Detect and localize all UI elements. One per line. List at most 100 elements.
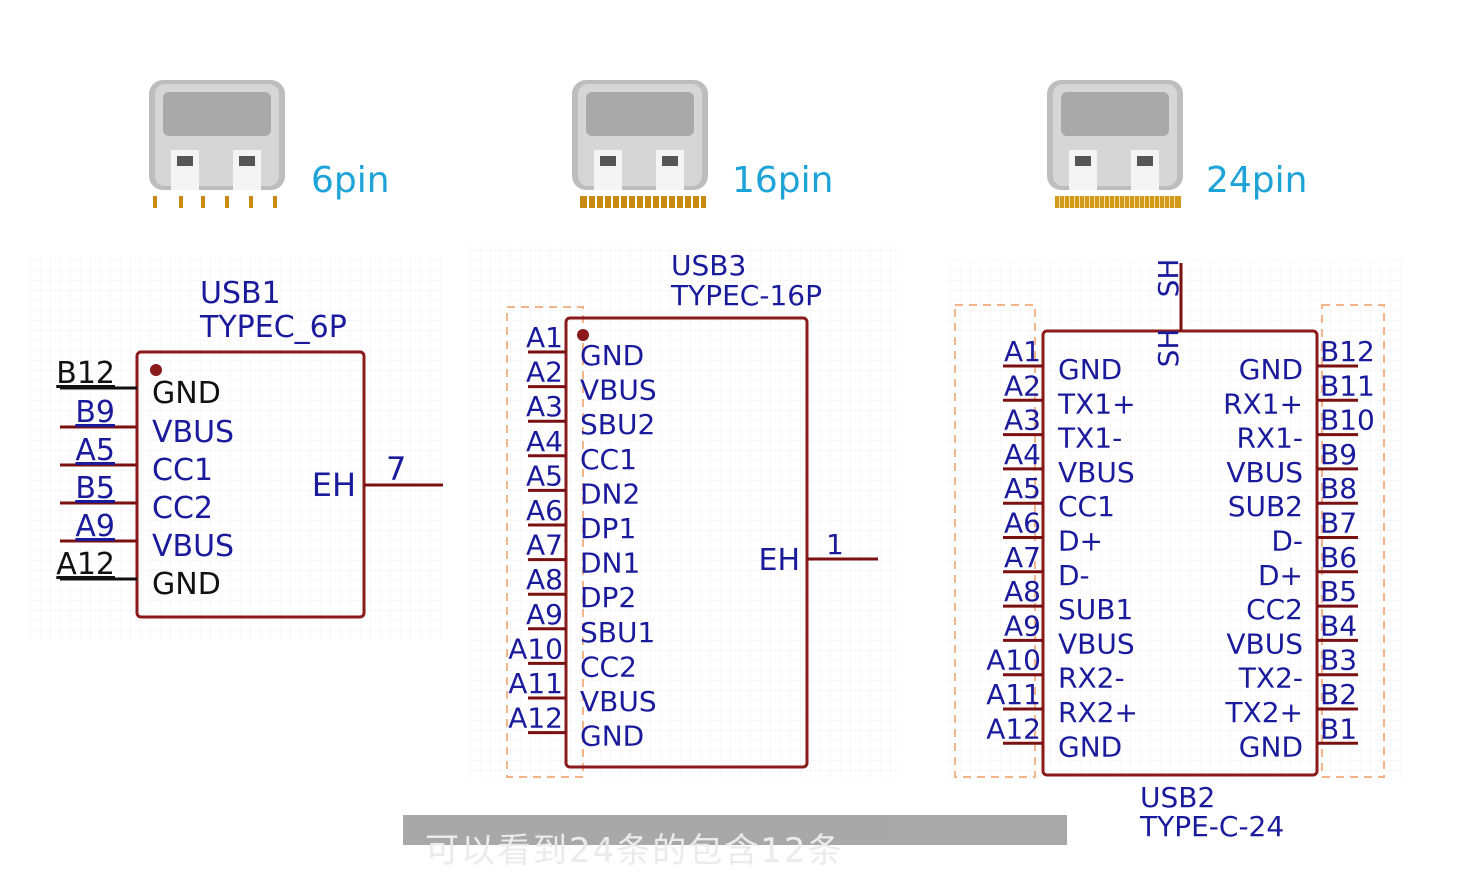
usb1-pin-name: CC2	[152, 491, 213, 526]
usb2-right-pin-name: TX2+	[1224, 696, 1303, 729]
usb1-pin-name: VBUS	[152, 415, 234, 450]
usb2-right-pin-name: RX1+	[1223, 387, 1303, 420]
usb1-pin-name: CC1	[152, 453, 213, 488]
usb2-right-pin-number: B9	[1320, 438, 1357, 471]
usb3-pin-number: A7	[526, 529, 563, 562]
usb2-right-pin-name: GND	[1239, 353, 1303, 386]
subtitle-text: 可以看到24条的包含12条	[425, 831, 844, 871]
usb2-right-pin-number: B3	[1320, 644, 1357, 677]
usb2-left-pin-name: GND	[1058, 353, 1122, 386]
usb1-eh-name: EH	[312, 466, 356, 504]
usb3-pin-name: SBU1	[580, 616, 655, 649]
usb1-pin-number: B12	[56, 356, 115, 391]
usb2-left-pin-number: A11	[986, 678, 1041, 711]
usb2-right-pin-number: B11	[1320, 369, 1375, 402]
usb3-pin-name: DN1	[580, 547, 640, 580]
usb3-pin-number: A8	[526, 563, 563, 596]
usb3-eh-name: EH	[758, 543, 800, 578]
usb2-left-pin-number: A5	[1004, 472, 1041, 505]
usb3-pin-name: DP2	[580, 581, 636, 614]
usb3-value: TYPEC-16P	[670, 279, 822, 312]
usb3-pin-number: A1	[526, 321, 563, 354]
usb1-pin-number: A12	[56, 547, 115, 582]
usb2-right-pin-number: B7	[1320, 507, 1357, 540]
usb1-pin-name: GND	[152, 567, 221, 602]
usb3-pin-name: CC1	[580, 443, 637, 476]
usb3-symbol: USB3 TYPEC-16P A1GNDA2VBUSA3SBU2A4CC1A5D…	[506, 249, 878, 778]
usb2-left-pin-name: TX1+	[1057, 387, 1136, 420]
usb1-pin-number: A9	[75, 509, 115, 544]
connector-6pin-image	[149, 80, 285, 208]
usb2-right-pin-name: D-	[1271, 525, 1303, 558]
schematic-canvas: USB1 TYPEC_6P B12GNDB9VBUSA5CC1B5CC2A9VB…	[30, 245, 1405, 843]
usb1-pin-name: GND	[152, 376, 221, 411]
usb2-left-pin-number: A8	[1004, 575, 1041, 608]
usb3-pin-name: GND	[580, 720, 644, 753]
usb2-right-pin-name: TX2-	[1238, 662, 1303, 695]
usb2-right-pin-name: VBUS	[1226, 627, 1303, 660]
usb3-pin-number: A11	[508, 667, 563, 700]
usb2-right-pin-number: B5	[1320, 575, 1357, 608]
usb3-pin-number: A4	[526, 425, 563, 458]
usb-c-16pin-photo	[568, 78, 713, 215]
usb3-eh-num: 1	[826, 528, 844, 561]
usb3-pin-number: A5	[526, 459, 563, 492]
usb2-left-pin-name: GND	[1058, 730, 1122, 763]
usb1-pin-number: B5	[75, 471, 115, 506]
usb2-right-dashed-frame	[1321, 304, 1385, 778]
usb2-symbol: SH SH A1GNDA2TX1+A3TX1-A4VBUSA5CC1A6D+A7…	[954, 259, 1385, 843]
usb3-pin-number: A2	[526, 356, 563, 389]
grid-bg-usb1	[30, 255, 445, 640]
usb3-pin1-marker	[577, 329, 589, 341]
usb1-ref: USB1	[200, 276, 281, 311]
usb2-left-pin-number: A12	[986, 712, 1041, 745]
video-subtitle: 可以看到24条的包含12条	[403, 815, 1067, 871]
usb2-right-pin-number: B8	[1320, 472, 1357, 505]
usb2-sh-name: SH	[1152, 329, 1185, 368]
usb2-left-pin-name: RX2-	[1058, 662, 1125, 695]
usb3-pin-name: VBUS	[580, 374, 657, 407]
usb2-left-dashed-frame	[954, 304, 1036, 778]
usb2-right-pin-number: B6	[1320, 541, 1357, 574]
usb2-ref: USB2	[1140, 781, 1215, 814]
connector-24pin-image	[1047, 80, 1183, 208]
usb3-pin-number: A10	[508, 632, 563, 665]
usb2-sh-num: SH	[1152, 259, 1185, 298]
usb1-value: TYPEC_6P	[199, 310, 347, 345]
usb2-left-pin-number: A4	[1004, 438, 1041, 471]
usb2-value: TYPE-C-24	[1139, 810, 1284, 843]
usb1-eh-num: 7	[386, 450, 406, 488]
usb1-pin-number: B9	[75, 395, 115, 430]
usb2-right-pin-name: D+	[1258, 559, 1303, 592]
usb2-left-pin-number: A10	[986, 644, 1041, 677]
usb2-left-pin-name: RX2+	[1058, 696, 1138, 729]
usb3-pin-name: VBUS	[580, 685, 657, 718]
usb2-right-pin-name: GND	[1239, 730, 1303, 763]
usb3-pin-number: A12	[508, 702, 563, 735]
usb2-right-pin-number: B2	[1320, 678, 1357, 711]
usb2-left-pin-number: A9	[1004, 609, 1041, 642]
usb3-pin-number: A9	[526, 598, 563, 631]
usb-c-6pin-photo	[145, 78, 290, 215]
usb2-left-pin-number: A6	[1004, 507, 1041, 540]
usb2-right-pin-name: CC2	[1246, 593, 1303, 626]
caption-16pin: 16pin	[732, 160, 834, 201]
usb2-left-pin-name: VBUS	[1058, 627, 1135, 660]
usb2-right-pin-number: B12	[1320, 335, 1375, 368]
usb3-pin-name: DN2	[580, 477, 640, 510]
usb2-right-pin-name: SUB2	[1228, 490, 1303, 523]
usb3-pin-name: GND	[580, 339, 644, 372]
usb1-symbol: USB1 TYPEC_6P B12GNDB9VBUSA5CC1B5CC2A9VB…	[56, 276, 443, 619]
usb3-pin-name: CC2	[580, 650, 637, 683]
usb2-right-pin-name: VBUS	[1226, 456, 1303, 489]
caption-6pin: 6pin	[311, 160, 390, 201]
usb3-dashed-frame	[506, 306, 584, 778]
usb-c-24pin-photo	[1043, 78, 1188, 215]
grid-bg-usb2	[945, 260, 1405, 780]
usb1-pin-name: VBUS	[152, 529, 234, 564]
usb2-right-pin-name: RX1-	[1236, 422, 1303, 455]
usb1-pin1-marker	[150, 364, 162, 376]
usb2-left-pin-name: D-	[1058, 559, 1090, 592]
usb2-right-pin-number: B1	[1320, 712, 1357, 745]
usb2-left-pin-name: D+	[1058, 525, 1103, 558]
